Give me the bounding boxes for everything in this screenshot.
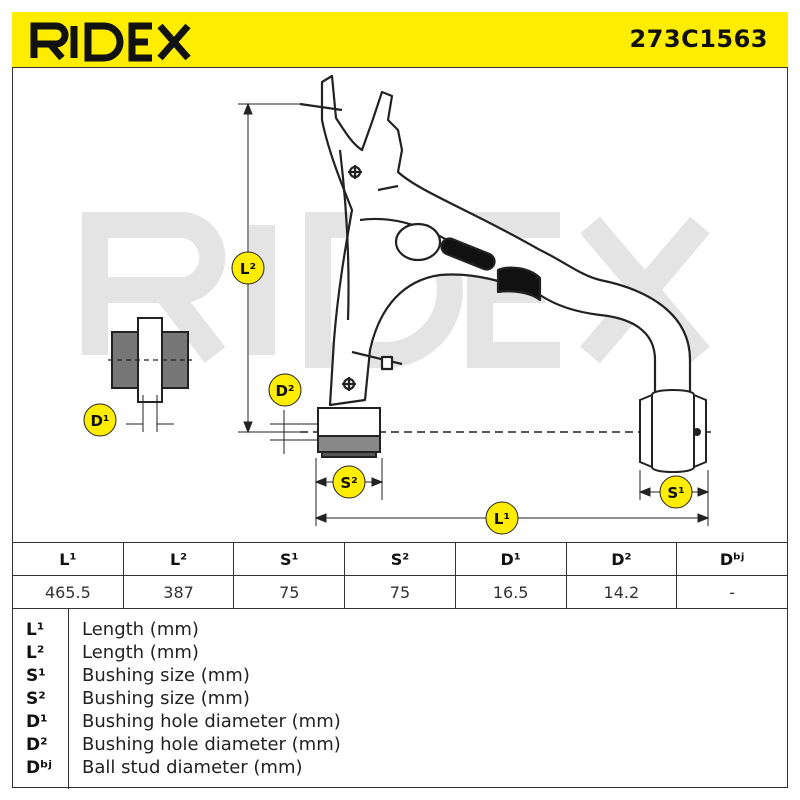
legend-description: Length (mm): [82, 642, 199, 663]
legend-description: Length (mm): [82, 619, 199, 640]
callout-d2: D²: [268, 373, 302, 407]
callout-d2-label: D²: [275, 382, 294, 400]
legend-symbol: L¹: [26, 620, 45, 640]
legend-item: S² Bushing size (mm): [12, 688, 788, 710]
legend-symbol: S²: [26, 689, 46, 709]
bushing-s2: [317, 407, 381, 458]
legend-description: Ball stud diameter (mm): [82, 757, 303, 778]
part-number: 273C1563: [629, 25, 768, 53]
value-dbj: -: [676, 575, 788, 609]
value-d2: 14.2: [565, 575, 678, 609]
legend-symbol: S¹: [26, 666, 46, 686]
callout-s2: S²: [332, 465, 366, 499]
header-dbj: Dᵇʲ: [676, 542, 788, 576]
legend-symbol: L²: [26, 643, 45, 663]
ridex-logo: [30, 22, 191, 62]
spec-table-value-row: 465.5 387 75 75 16.5 14.2 -: [12, 575, 788, 609]
legend-item: L¹ Length (mm): [12, 619, 788, 641]
legend-symbol: Dᵇʲ: [26, 758, 52, 778]
legend-description: Bushing size (mm): [82, 688, 250, 709]
legend-item: D¹ Bushing hole diameter (mm): [12, 711, 788, 733]
bushing-s1: [639, 388, 707, 474]
legend: L¹ Length (mm) L² Length (mm) S¹ Bushing…: [12, 608, 788, 789]
legend-symbol: D²: [26, 735, 48, 755]
legend-item: D² Bushing hole diameter (mm): [12, 734, 788, 756]
header-bar: 273C1563: [12, 12, 788, 68]
header-s2: S²: [344, 542, 456, 576]
legend-description: Bushing hole diameter (mm): [82, 711, 341, 732]
callout-l1-label: L¹: [494, 510, 510, 528]
legend-item: Dᵇʲ Ball stud diameter (mm): [12, 757, 788, 779]
callout-l2: L²: [231, 251, 265, 285]
callout-s1: S¹: [659, 475, 693, 509]
value-d1: 16.5: [454, 575, 567, 609]
legend-description: Bushing size (mm): [82, 665, 250, 686]
callout-l1: L¹: [485, 501, 519, 535]
value-l1: 465.5: [12, 575, 124, 609]
callout-d1: D¹: [83, 403, 117, 437]
callout-d1-label: D¹: [90, 412, 109, 430]
header-l1: L¹: [12, 542, 124, 576]
value-s1: 75: [233, 575, 346, 609]
technical-drawing: L² D² D¹ S² S¹ L¹: [82, 74, 712, 535]
legend-item: L² Length (mm): [12, 642, 788, 664]
legend-item: S¹ Bushing size (mm): [12, 665, 788, 687]
callout-l2-label: L²: [240, 260, 256, 278]
header-l2: L²: [122, 542, 235, 576]
header-d2: D²: [565, 542, 678, 576]
legend-symbol: D¹: [26, 712, 48, 732]
header-d1: D¹: [454, 542, 567, 576]
spec-table-header-row: L¹ L² S¹ S² D¹ D² Dᵇʲ: [12, 542, 788, 576]
value-s2: 75: [344, 575, 456, 609]
value-l2: 387: [122, 575, 235, 609]
spec-table: L¹ L² S¹ S² D¹ D² Dᵇʲ 465.5 387 75 75 16…: [12, 542, 788, 609]
header-s1: S¹: [233, 542, 346, 576]
bushing-detail: [108, 317, 192, 432]
legend-divider: [68, 609, 69, 789]
legend-description: Bushing hole diameter (mm): [82, 734, 341, 755]
callout-s1-label: S¹: [667, 484, 684, 502]
control-arm: [299, 74, 692, 407]
callout-s2-label: S²: [340, 474, 357, 492]
